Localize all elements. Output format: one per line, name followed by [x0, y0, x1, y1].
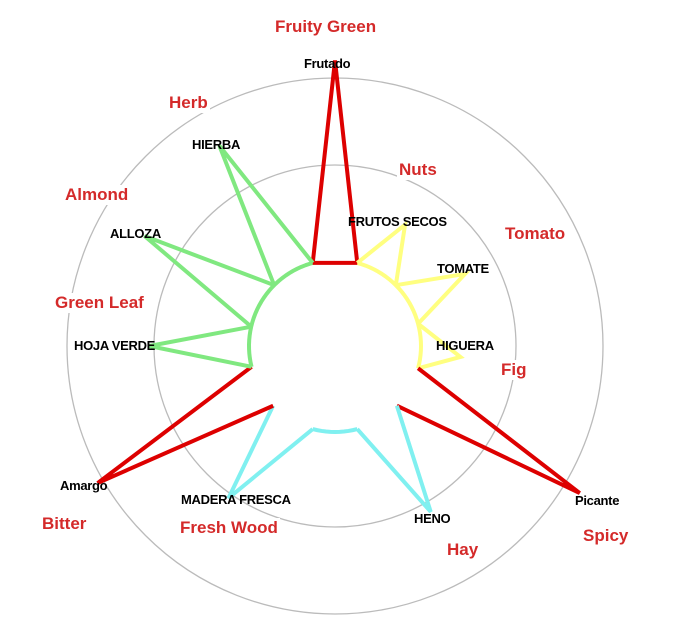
- label-en-fresh-wood: Fresh Wood: [178, 518, 280, 538]
- spike-picante: [396, 366, 581, 495]
- label-es-picante: Picante: [575, 493, 620, 508]
- spike-tomate: [395, 270, 471, 326]
- label-es-frutado: Frutado: [304, 56, 351, 71]
- label-en-green-leaf: Green Leaf: [53, 293, 146, 313]
- spike-higuera: [416, 322, 465, 371]
- label-en-fig: Fig: [499, 360, 529, 380]
- label-es-higuera: HIGUERA: [436, 338, 494, 353]
- label-en-fruity-green: Fruity Green: [273, 17, 379, 37]
- label-en-spicy: Spicy: [581, 526, 631, 546]
- label-en-nuts: Nuts: [397, 160, 439, 180]
- label-es-alloza: ALLOZA: [110, 226, 161, 241]
- label-es-frutos-secos: FRUTOS SECOS: [348, 214, 447, 229]
- label-es-heno: HENO: [414, 511, 451, 526]
- label-es-madera-fresca: MADERA FRESCA: [181, 492, 291, 507]
- arc-cyan: [312, 427, 358, 434]
- spike-amargo: [96, 365, 274, 485]
- spike-alloza: [143, 234, 275, 329]
- label-es-tomate: TOMATE: [437, 261, 489, 276]
- label-en-tomato: Tomato: [503, 224, 568, 244]
- label-en-almond: Almond: [63, 185, 131, 205]
- label-es-hoja-verde: HOJA VERDE: [74, 338, 156, 353]
- spike-hoja_verde: [148, 324, 252, 369]
- label-en-herb: Herb: [167, 93, 210, 113]
- arc-yellow: [356, 261, 423, 369]
- label-en-bitter: Bitter: [40, 514, 89, 534]
- arc-green: [247, 261, 314, 368]
- label-es-hierba: HIERBA: [192, 137, 241, 152]
- label-en-hay: Hay: [445, 540, 481, 560]
- spike-madera_fresca: [226, 404, 315, 500]
- spike-hierba: [217, 144, 315, 286]
- spike-frutos_secos: [356, 219, 408, 286]
- spike-frutado: [310, 60, 360, 264]
- label-es-amargo: Amargo: [60, 478, 108, 493]
- spike-heno: [355, 405, 433, 514]
